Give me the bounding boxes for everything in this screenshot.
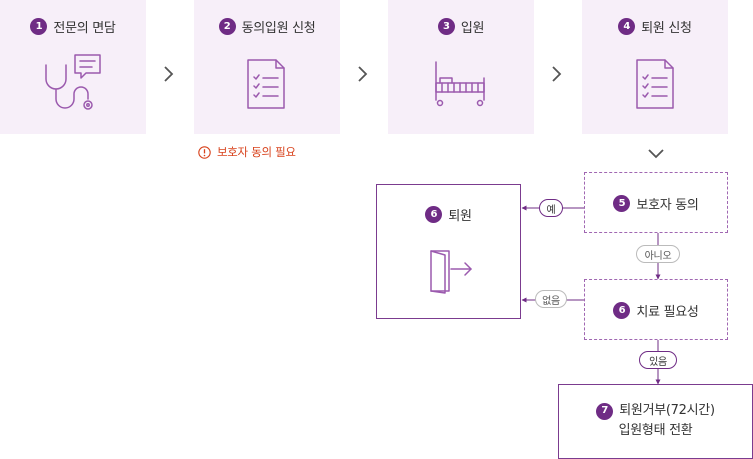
chevron-right-icon <box>358 66 368 82</box>
branch-yes-label: 예 <box>539 199 563 217</box>
step-1-number: 1 <box>30 18 48 35</box>
step-3-label: 입원 <box>460 21 485 36</box>
consent-required-notice: 보호자 동의 필요 <box>198 144 296 160</box>
stethoscope-chat-icon <box>45 54 101 110</box>
consent-number: 5 <box>613 195 631 212</box>
admission-conversion-box: 7 퇴원거부(72시간) 입원형태 전환 <box>558 384 753 459</box>
step-2-number: 2 <box>218 18 236 35</box>
chevron-down-icon <box>648 149 664 159</box>
branch-no-label: 아니오 <box>636 245 680 263</box>
step-3-number: 3 <box>437 18 455 35</box>
step-2-label: 동의입원 신청 <box>241 21 316 36</box>
step-4-panel: 4 퇴원 신청 <box>582 0 728 134</box>
branch-none-label: 없음 <box>535 290 567 308</box>
step-1-label: 전문의 면담 <box>53 21 116 36</box>
exclamation-circle-icon <box>198 145 211 159</box>
discharge-label: 퇴원 <box>448 209 472 224</box>
exit-door-icon <box>430 250 472 294</box>
treatment-label: 치료 필요성 <box>636 305 699 320</box>
hospital-bed-icon <box>435 61 485 107</box>
discharge-box: 6 퇴원 <box>376 184 521 319</box>
treatment-number: 6 <box>613 302 631 319</box>
treatment-need-box: 6 치료 필요성 <box>584 279 728 340</box>
guardian-consent-box: 5 보호자 동의 <box>584 172 728 233</box>
branch-exists-label: 있음 <box>639 351 677 369</box>
discharge-number: 6 <box>425 206 443 223</box>
step-1-panel: 1 전문의 면담 <box>0 0 146 134</box>
form-document-icon <box>247 59 285 109</box>
conversion-line2: 입원형태 전환 <box>618 423 693 438</box>
form-document-icon <box>636 59 674 109</box>
chevron-right-icon <box>552 66 562 82</box>
consent-label: 보호자 동의 <box>636 198 699 213</box>
notice-text: 보호자 동의 필요 <box>217 145 296 159</box>
chevron-right-icon <box>164 66 174 82</box>
step-4-label: 퇴원 신청 <box>641 21 692 36</box>
conversion-number: 7 <box>596 402 614 420</box>
step-3-panel: 3 입원 <box>388 0 534 134</box>
conversion-line1: 퇴원거부(72시간) <box>619 403 715 418</box>
step-4-number: 4 <box>618 18 636 35</box>
step-2-panel: 2 동의입원 신청 <box>194 0 340 134</box>
